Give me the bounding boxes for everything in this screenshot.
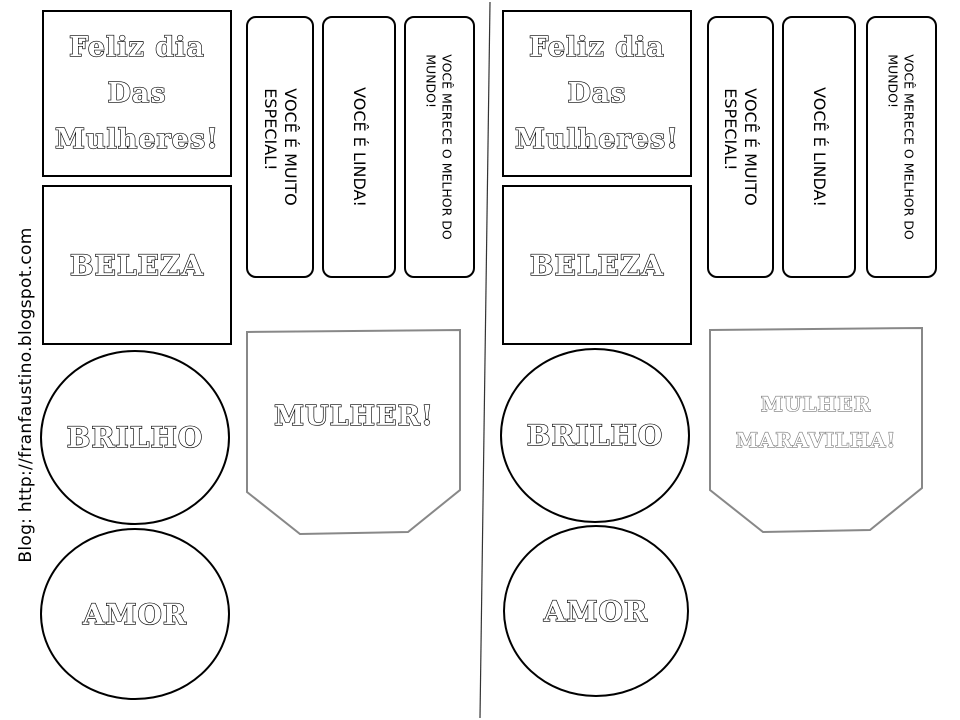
- greeting-line-1: Feliz dia: [528, 31, 665, 63]
- tag-especial-text-left: VOCÊ É MUITO ESPECIAL!: [261, 88, 300, 206]
- shield-line-2-right: MARAVILHA!: [735, 427, 897, 452]
- brilho-word: BRILHO: [66, 420, 204, 454]
- amor-word: AMOR: [82, 597, 188, 631]
- beleza-word: BELEZA: [69, 248, 205, 282]
- amor-word: AMOR: [543, 594, 649, 628]
- brilho-circle-left: BRILHO: [40, 350, 230, 525]
- tag-melhor-left: [404, 16, 475, 278]
- tag-linda-left: [322, 16, 396, 278]
- tag-especial-right: [707, 16, 774, 278]
- amor-circle-right: AMOR: [503, 525, 689, 697]
- tag-melhor-text-left: VOCÊ MERECE O MELHOR DO MUNDO!: [424, 54, 455, 240]
- shield-word-left: MULHER!: [273, 400, 434, 432]
- greeting-line-1: Feliz dia: [68, 31, 205, 63]
- tag-especial-text-right: VOCÊ É MUITO ESPECIAL!: [721, 88, 760, 206]
- greeting-line-3: Mulheres!: [514, 123, 680, 155]
- brilho-circle-right: BRILHO: [500, 348, 690, 523]
- tag-linda-right: [782, 16, 856, 278]
- amor-circle-left: AMOR: [40, 528, 230, 700]
- beleza-card-left: BELEZA: [42, 185, 232, 345]
- greeting-line-3: Mulheres!: [54, 123, 220, 155]
- tag-melhor-text-right: VOCÊ MERECE O MELHOR DO MUNDO!: [886, 54, 917, 240]
- tag-melhor-right: [866, 16, 937, 278]
- tag-especial-left: [246, 16, 314, 278]
- greeting-line-2: Das: [107, 77, 167, 109]
- brilho-word: BRILHO: [526, 418, 664, 452]
- shield-text-left: MULHER!: [248, 388, 460, 444]
- greeting-card-right: Feliz dia Das Mulheres!: [502, 10, 692, 177]
- greeting-card-left: Feliz dia Das Mulheres!: [42, 10, 232, 177]
- shield-line-1-right: MULHER: [760, 391, 872, 416]
- shield-text-right: MULHER MARAVILHA!: [711, 382, 921, 462]
- beleza-card-right: BELEZA: [502, 185, 692, 345]
- tag-linda-text-right: VOCÊ É LINDA!: [810, 87, 829, 207]
- beleza-word: BELEZA: [529, 248, 665, 282]
- greeting-line-2: Das: [567, 77, 627, 109]
- tag-linda-text-left: VOCÊ É LINDA!: [350, 87, 369, 207]
- blog-url-text: Blog: http://franfaustino.blogspot.com: [16, 227, 36, 563]
